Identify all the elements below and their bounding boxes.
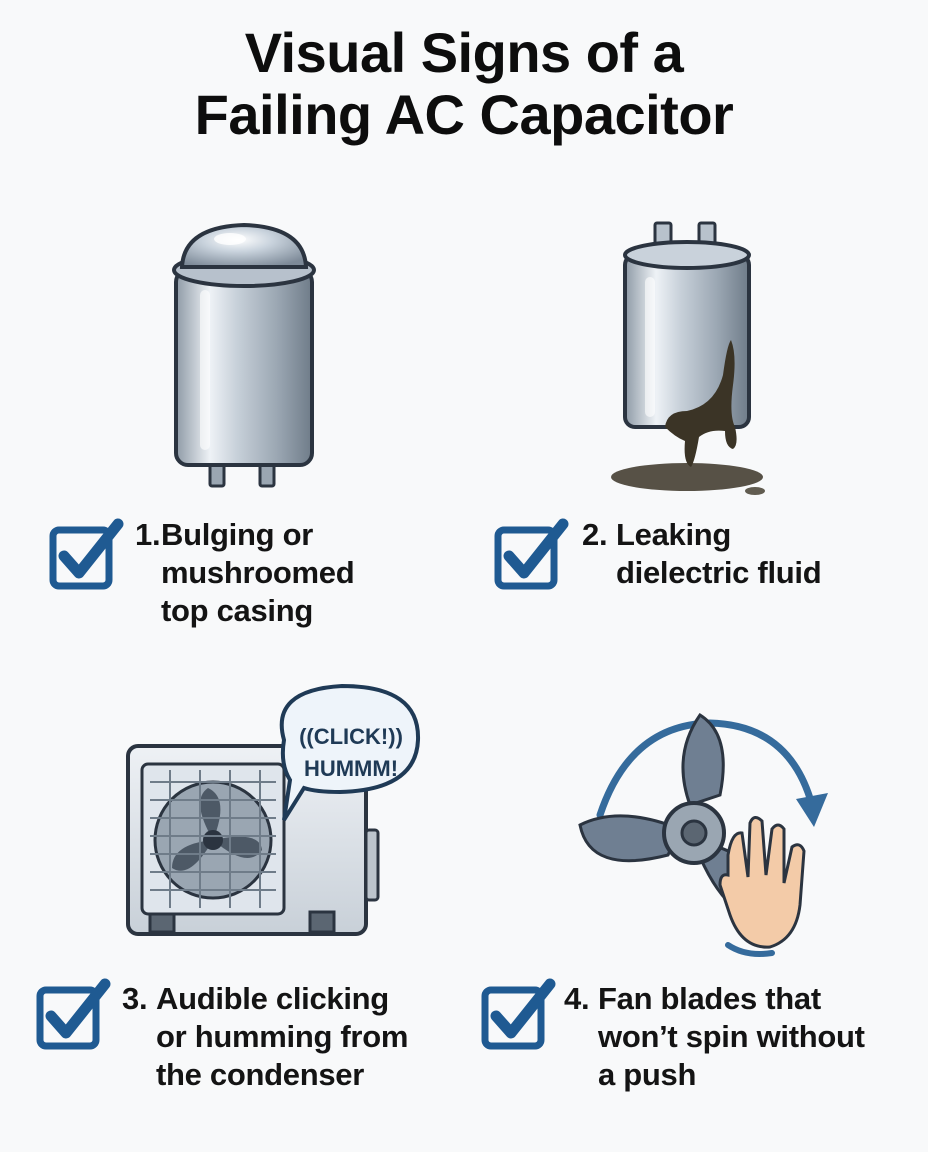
page-title: Visual Signs of a Failing AC Capacitor — [0, 22, 928, 146]
sign-1-text: Bulging or mushroomed top casing — [161, 517, 355, 628]
sign-3-text: Audible clicking or humming from the con… — [156, 981, 409, 1092]
bubble-line-2: HUMMM! — [304, 756, 398, 781]
sign-4-number: 4. — [564, 981, 590, 1016]
checkbox-icon-3 — [36, 978, 111, 1050]
checkbox-icon-1 — [49, 518, 124, 590]
bulging-capacitor-icon — [172, 222, 316, 488]
checkbox-icon-2 — [494, 518, 569, 590]
sign-1-number: 1. — [135, 517, 161, 552]
title-line-2: Failing AC Capacitor — [194, 83, 734, 146]
fan-blade-hand-icon — [578, 712, 828, 957]
leaking-capacitor-icon — [611, 221, 765, 495]
condenser-unit-icon: ((CLICK!)) HUMMM! — [126, 683, 421, 936]
checkbox-icon-4 — [481, 978, 556, 1050]
sign-2-text: Leaking dielectric fluid — [616, 517, 822, 590]
sign-2-number: 2. — [582, 517, 608, 552]
sign-4-text: Fan blades that won’t spin without a pus… — [598, 981, 865, 1092]
sign-3-number: 3. — [122, 981, 148, 1016]
title-line-1: Visual Signs of a — [244, 21, 684, 84]
bubble-line-1: ((CLICK!)) — [299, 724, 403, 749]
